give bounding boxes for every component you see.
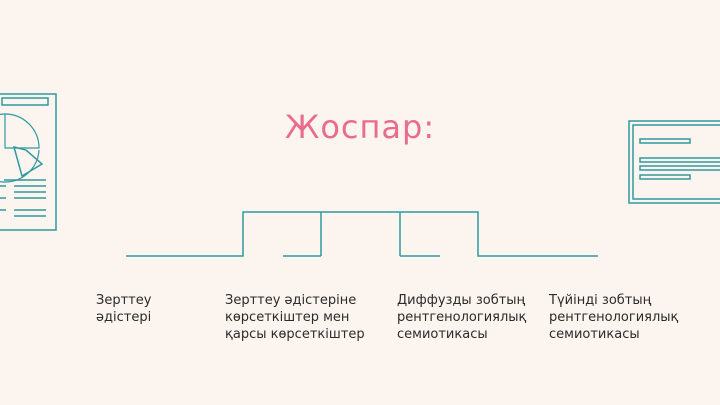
plan-item-indications: Зерттеу әдістеріне көрсеткіштер мен қарс… bbox=[225, 293, 365, 342]
plan-item-research-methods: Зерттеу әдістері bbox=[96, 293, 152, 325]
plan-item-diffuse-goiter: Диффузды зобтың рентгенологиялық семиоти… bbox=[397, 293, 527, 342]
plan-item-nodular-goiter: Түйінді зобтың рентгенологиялық семиотик… bbox=[549, 293, 679, 342]
report-document-icon bbox=[0, 93, 57, 231]
timeline-connector bbox=[126, 211, 598, 257]
text-document-icon bbox=[628, 120, 720, 204]
slide-title: Жоспар: bbox=[284, 108, 436, 146]
